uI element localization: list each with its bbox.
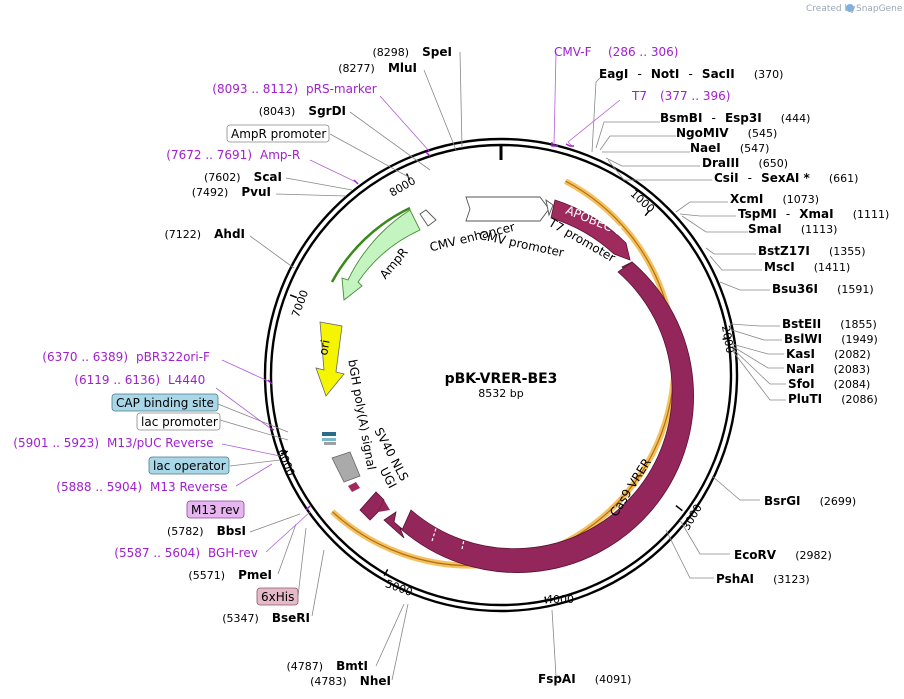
lac-promoter-box-text: lac promoter (141, 415, 218, 429)
primer-labels: CMV-F (286 .. 306) T7 (377 .. 396) (8093… (13, 45, 730, 560)
site-draiii-row[interactable]: DraIII (650) (702, 152, 788, 171)
site-smai-row[interactable]: SmaI (1113) (748, 218, 837, 237)
primer-prs-name[interactable]: pRS-marker (306, 82, 377, 96)
site-nhei-row[interactable]: (4783) NheI (310, 670, 391, 689)
site-bmti-row[interactable]: (4787) BmtI (286, 655, 368, 674)
feature-cas9[interactable]: Cas9 VRER (383, 261, 694, 573)
left-site-labels: (8298) SpeI (8277) MluI (8043) SgrDI (76… (164, 41, 452, 689)
site-pmei-row[interactable]: (5571) PmeI (188, 564, 272, 583)
site-bsu36i-row[interactable]: Bsu36I (1591) (772, 278, 874, 297)
site-bsteii-row[interactable]: BstEII (1855) (782, 313, 877, 332)
box-6xhis[interactable]: 6xHis (256, 587, 299, 606)
tick-label-3000: 3000 (680, 502, 705, 533)
site-eagi-row[interactable]: EagI - NotI - SacII (370) (599, 63, 783, 82)
primer-t7-name[interactable]: T7 (631, 89, 647, 103)
site-xcmi-row[interactable]: XcmI (1073) (730, 188, 819, 207)
primer-m13puc-range: (5901 .. 5923) (13, 436, 99, 450)
primer-m13rev-range: (5888 .. 5904) (56, 480, 142, 494)
created-by-text: Created by (806, 4, 856, 14)
site-pshai-row[interactable]: PshAI (3123) (716, 568, 810, 587)
site-spei-row[interactable]: (8298) SpeI (372, 41, 452, 60)
primer-markers (267, 142, 574, 511)
feature-cmv-enhancer[interactable] (465, 196, 550, 222)
his-box-text: 6xHis (261, 590, 294, 604)
site-fspai-row[interactable]: FspAI (4091) (538, 668, 631, 687)
site-pvui-row[interactable]: (7492) PvuI (192, 181, 271, 200)
tick-label-1000: 1000 (628, 187, 658, 215)
site-bseri-row[interactable]: (5347) BseRI (222, 607, 310, 626)
cmv-promoter-label: CMV promoter (478, 228, 566, 260)
right-site-labels: EagI - NotI - SacII (370) BsmBI - Esp3I … (538, 63, 889, 687)
box-lac-operator[interactable]: lac operator (148, 456, 230, 475)
site-sfoi-row[interactable]: SfoI (2084) (788, 373, 870, 392)
site-naei-row[interactable]: NaeI (547) (690, 137, 769, 156)
primer-bgh-name[interactable]: BGH-rev (208, 546, 258, 560)
primer-t7-range: (377 .. 396) (660, 89, 730, 103)
primer-l4440-name[interactable]: L4440 (168, 373, 205, 387)
feature-sv40-nls[interactable]: SV40 NLS (348, 425, 411, 492)
feature-ampr[interactable]: AmpR (330, 206, 421, 301)
ampr-promoter-box-text: AmpR promoter (231, 127, 326, 141)
backbone-outer-ring (263, 137, 739, 613)
site-bsmbi-row[interactable]: BsmBI - Esp3I (444) (660, 107, 810, 126)
site-bstz17i-row[interactable]: BstZ17I (1355) (758, 240, 866, 259)
site-mlui-row[interactable]: (8277) MluI (338, 57, 417, 76)
site-csii-row[interactable]: CsiI - SexAI * (661) (714, 167, 858, 186)
left-leaders (215, 51, 621, 681)
snapgene-brand: Created by SnapGene (806, 4, 903, 14)
primer-pbr-name[interactable]: pBR322ori-F (136, 350, 210, 364)
snapgene-name: SnapGene (856, 4, 903, 14)
site-bsrgi-row[interactable]: BsrGI (2699) (764, 490, 856, 509)
right-leaders (551, 77, 786, 677)
site-tspmi-row[interactable]: TspMI - XmaI (1111) (738, 203, 889, 222)
tick-label-8000: 8000 (387, 174, 418, 199)
tick-label-6000: 6000 (275, 447, 298, 478)
feature-ampr-promoter[interactable] (419, 209, 437, 227)
site-bslwi-row[interactable]: BslWI (1949) (784, 328, 878, 347)
site-msci-row[interactable]: MscI (1411) (764, 256, 850, 275)
primer-ampr-name[interactable]: Amp-R (260, 148, 300, 162)
plasmid-name: pBK-VRER-BE3 (445, 371, 558, 387)
plasmid-length: 8532 bp (478, 387, 523, 400)
feature-ori[interactable]: ori (315, 321, 345, 397)
cap-box-text: CAP binding site (116, 396, 214, 410)
lac-region-markers (322, 432, 336, 445)
orange-arc-line (331, 180, 676, 567)
primer-prs-range: (8093 .. 8112) (212, 82, 298, 96)
tick-label-7000: 7000 (289, 288, 311, 319)
primer-pbr-range: (6370 .. 6389) (42, 350, 128, 364)
box-m13-rev[interactable]: M13 rev (186, 500, 245, 519)
feature-cmv-promoter-small[interactable] (545, 198, 554, 217)
site-pluti-row[interactable]: PluTI (2086) (788, 388, 878, 407)
primer-l4440-range: (6119 .. 6136) (74, 373, 160, 387)
m13-rev-box-text: M13 rev (191, 503, 240, 517)
primer-cmvf-range: (286 .. 306) (608, 45, 678, 59)
lac-operator-box-text: lac operator (153, 459, 226, 473)
primer-m13rev-name[interactable]: M13 Reverse (150, 480, 228, 494)
tick-label-5000: 5000 (384, 577, 415, 599)
site-bbsi-row[interactable]: (5782) BbsI (167, 520, 246, 539)
site-kasi-row[interactable]: KasI (2082) (786, 343, 871, 362)
site-ecorv-row[interactable]: EcoRV (2982) (734, 544, 832, 563)
backbone-inner-ring (269, 143, 733, 607)
box-lac-promoter[interactable]: lac promoter (136, 412, 221, 431)
box-cap-binding[interactable]: CAP binding site (111, 393, 219, 412)
box-ampr-promoter[interactable]: AmpR promoter (226, 124, 330, 143)
primer-ampr-range: (7672 .. 7691) (166, 148, 252, 162)
primer-bgh-range: (5587 .. 5604) (114, 546, 200, 560)
ori-label: ori (316, 339, 332, 357)
site-ahdi-row[interactable]: (7122) AhdI (164, 223, 245, 242)
primer-m13puc-name[interactable]: M13/pUC Reverse (107, 436, 214, 450)
site-sgrdi-row[interactable]: (8043) SgrDI (259, 100, 346, 119)
site-scai-row[interactable]: (7602) ScaI (204, 166, 282, 185)
primer-cmvf-name[interactable]: CMV-F (554, 45, 592, 59)
site-nari-row[interactable]: NarI (2083) (786, 358, 870, 377)
snapgene-logo-icon (846, 4, 854, 12)
tick-label-4000: 4000 (546, 593, 574, 606)
tick-label-2000: 2000 (719, 324, 737, 354)
site-ngomiv-row[interactable]: NgoMIV (545) (676, 122, 777, 141)
